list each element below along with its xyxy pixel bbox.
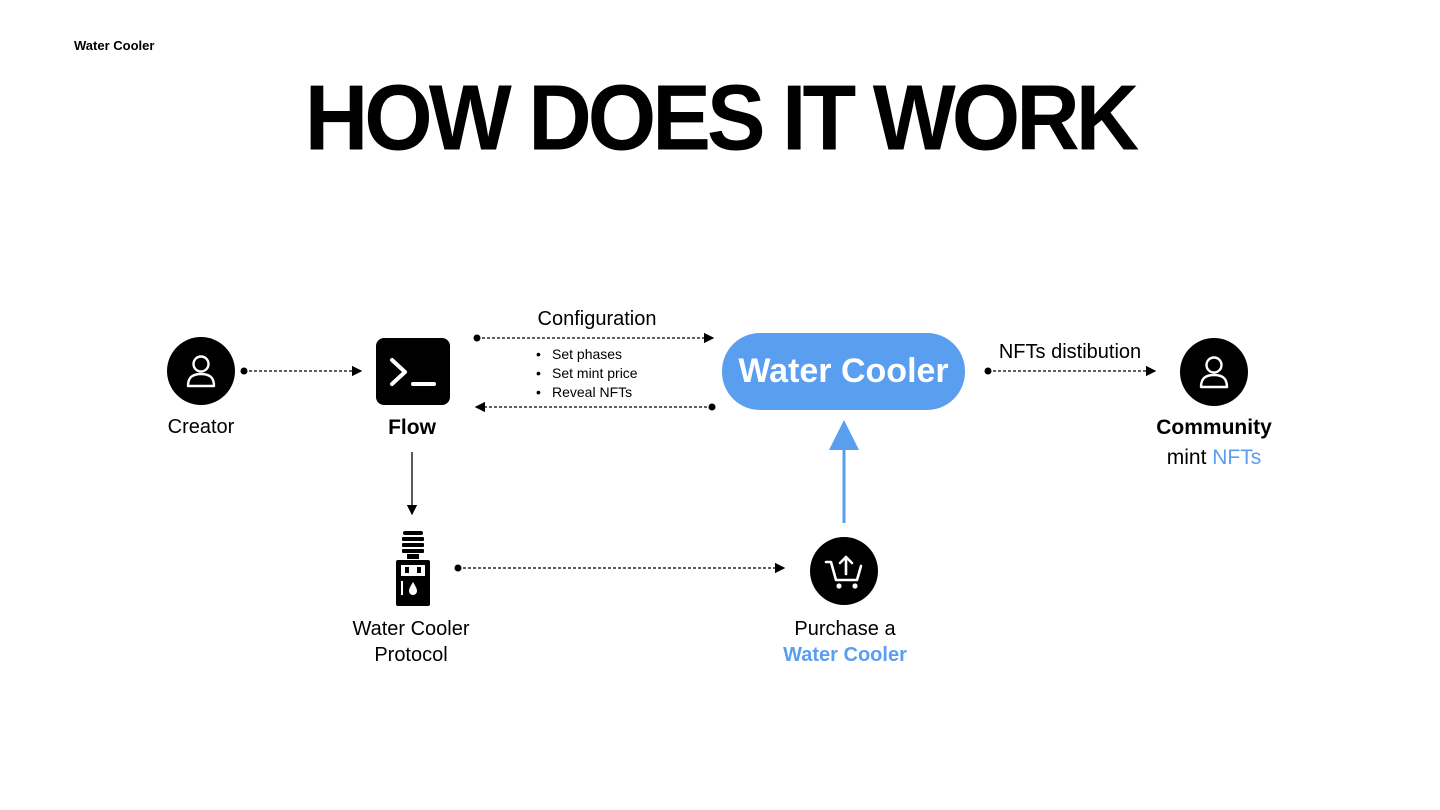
flow-terminal bbox=[376, 338, 450, 405]
creator-avatar bbox=[167, 337, 235, 405]
water-cooler-node: Water Cooler bbox=[722, 333, 965, 410]
config-item: Set phases bbox=[536, 345, 638, 364]
protocol-label-line1: Water Cooler bbox=[352, 618, 470, 640]
water-cooler-icon bbox=[396, 531, 430, 606]
config-item: Set mint price bbox=[536, 364, 638, 383]
community-mint-line: mint NFTs bbox=[1134, 446, 1294, 470]
community-avatar bbox=[1180, 338, 1248, 406]
brand-label: Water Cooler bbox=[74, 38, 155, 53]
community-label: Community bbox=[1156, 416, 1272, 439]
water-cooler-protocol-graphic bbox=[393, 530, 433, 611]
purchase-label-line1: Purchase a bbox=[794, 618, 896, 640]
purchase-label: Purchase a Water Cooler bbox=[760, 616, 930, 668]
purchase-label-line2: Water Cooler bbox=[783, 644, 907, 666]
protocol-label-line2: Protocol bbox=[374, 644, 448, 666]
distribution-arrow bbox=[984, 365, 1157, 377]
nfts-accent-text: NFTs bbox=[1212, 446, 1262, 469]
page-title: HOW DOES IT WORK bbox=[304, 65, 1140, 170]
configuration-list: Set phases Set mint price Reveal NFTs bbox=[536, 345, 638, 402]
configuration-arrow bbox=[473, 332, 715, 344]
distribution-label: NFTs distibution bbox=[998, 341, 1142, 363]
config-item: Reveal NFTs bbox=[536, 383, 638, 402]
cart-upload-icon bbox=[824, 555, 863, 589]
creator-to-flow-arrow bbox=[240, 365, 363, 377]
creator-label: Creator bbox=[167, 416, 235, 438]
return-arrow bbox=[474, 401, 716, 413]
purchase-avatar bbox=[810, 537, 878, 605]
mint-text: mint bbox=[1166, 446, 1207, 469]
person-icon bbox=[1199, 356, 1229, 389]
configuration-label: Configuration bbox=[537, 308, 657, 330]
protocol-to-purchase-arrow bbox=[454, 562, 786, 574]
person-icon bbox=[186, 355, 216, 388]
protocol-label: Water Cooler Protocol bbox=[330, 616, 492, 668]
terminal-icon bbox=[390, 358, 436, 386]
flow-label: Flow bbox=[388, 416, 436, 439]
